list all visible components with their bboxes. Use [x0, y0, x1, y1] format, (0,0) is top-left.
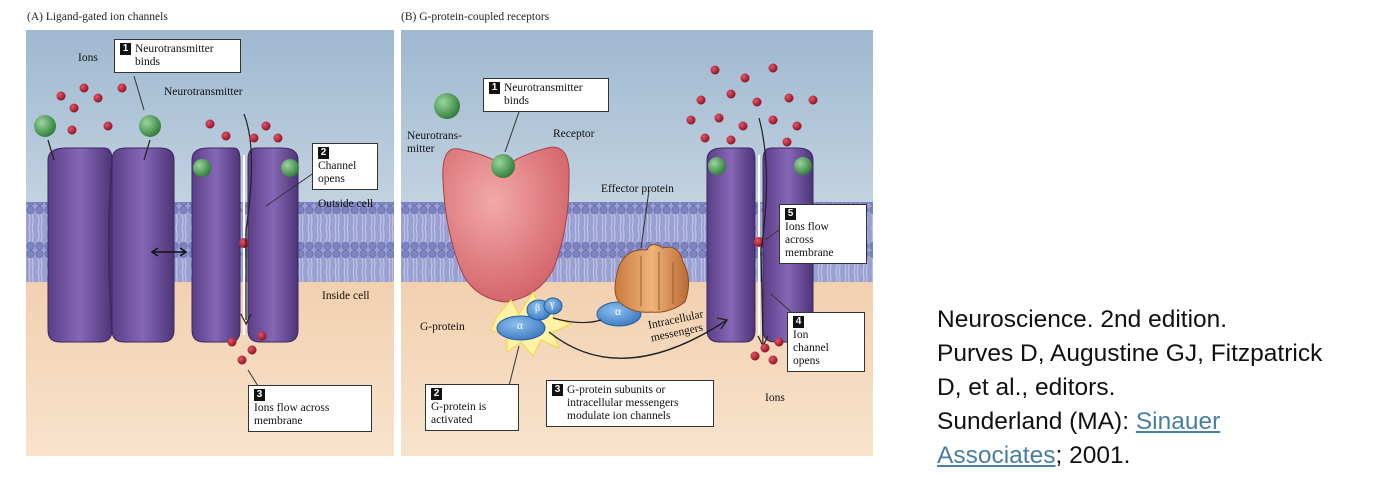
neurotransmitter-molecule: [34, 115, 56, 137]
ion-flow-arrow: [758, 117, 768, 347]
bound-neurotransmitter: [193, 159, 211, 177]
citation-block: Neuroscience. 2nd edition. Purves D, Aug…: [937, 303, 1337, 473]
ions-extracellular: [56, 83, 283, 143]
receptor-label: Receptor: [553, 128, 595, 140]
g-protein-gamma: [543, 297, 563, 315]
effector-protein-label: Effector protein: [601, 183, 674, 195]
alpha-subunit-label: α: [517, 320, 524, 332]
citation-line-publisher: Sunderland (MA): Sinauer Associates; 200…: [937, 408, 1221, 469]
panel-b-figure: Neurotrans- mitter Receptor Effector pro…: [401, 30, 873, 456]
citation-line-authors: Purves D, Augustine GJ, Fitzpatrick: [937, 340, 1323, 367]
bound-neurotransmitter: [491, 154, 515, 178]
gamma-subunit-label: γ: [550, 299, 555, 310]
ions-label: Ions: [765, 392, 785, 404]
citation-line-title: Neuroscience. 2nd edition.: [937, 306, 1228, 333]
panel-b-title: (B) G-protein-coupled receptors: [401, 11, 550, 23]
closed-ion-channel: [47, 147, 175, 343]
panel-a-title: (A) Ligand-gated ion channels: [27, 11, 168, 23]
outside-cell-label: Outside cell: [318, 198, 374, 210]
effector-protein: [614, 244, 689, 313]
callout-b2: 2G-protein is activated: [425, 384, 519, 431]
neurotransmitter-molecule: [434, 93, 460, 119]
ions-intracellular: [750, 337, 784, 365]
open-ion-channel: [191, 147, 299, 343]
beta-subunit-label: β: [535, 303, 541, 314]
bound-neurotransmitter: [281, 159, 299, 177]
neurotransmitter-label: Neurotransmitter: [164, 86, 243, 98]
neurotransmitter-label: Neurotrans- mitter: [407, 130, 462, 155]
ions-intracellular: [227, 331, 267, 365]
ions-extracellular: [686, 63, 818, 147]
ion-flow-arrow: [243, 113, 253, 320]
callout-a2: 2Channel opens: [312, 143, 378, 190]
g-protein-label: G-protein: [420, 321, 465, 333]
g-alpha-arrow: [552, 317, 602, 324]
binding-arrow: [47, 139, 55, 161]
g-protein-alpha: [496, 315, 546, 341]
citation-line-editors: D, et al., editors.: [937, 374, 1116, 401]
inside-cell-label: Inside cell: [322, 290, 370, 302]
publisher-link[interactable]: Sinauer Associates: [937, 408, 1221, 469]
callout-b5: 5Ions flow across membrane: [779, 204, 867, 264]
callout-a3: 3Ions flow across membrane: [248, 385, 372, 432]
callout-b4: 4Ion channel opens: [787, 312, 865, 372]
binding-arrow: [143, 139, 151, 161]
gpcr-receptor: [442, 146, 570, 303]
ions-label: Ions: [78, 52, 98, 64]
panel-a-figure: Ions Neurotransmitter Outside cell Insid…: [26, 30, 394, 456]
neurotransmitter-molecule: [139, 115, 161, 137]
alpha-subunit-label: α: [615, 306, 622, 318]
messenger-arrow: [548, 319, 728, 359]
